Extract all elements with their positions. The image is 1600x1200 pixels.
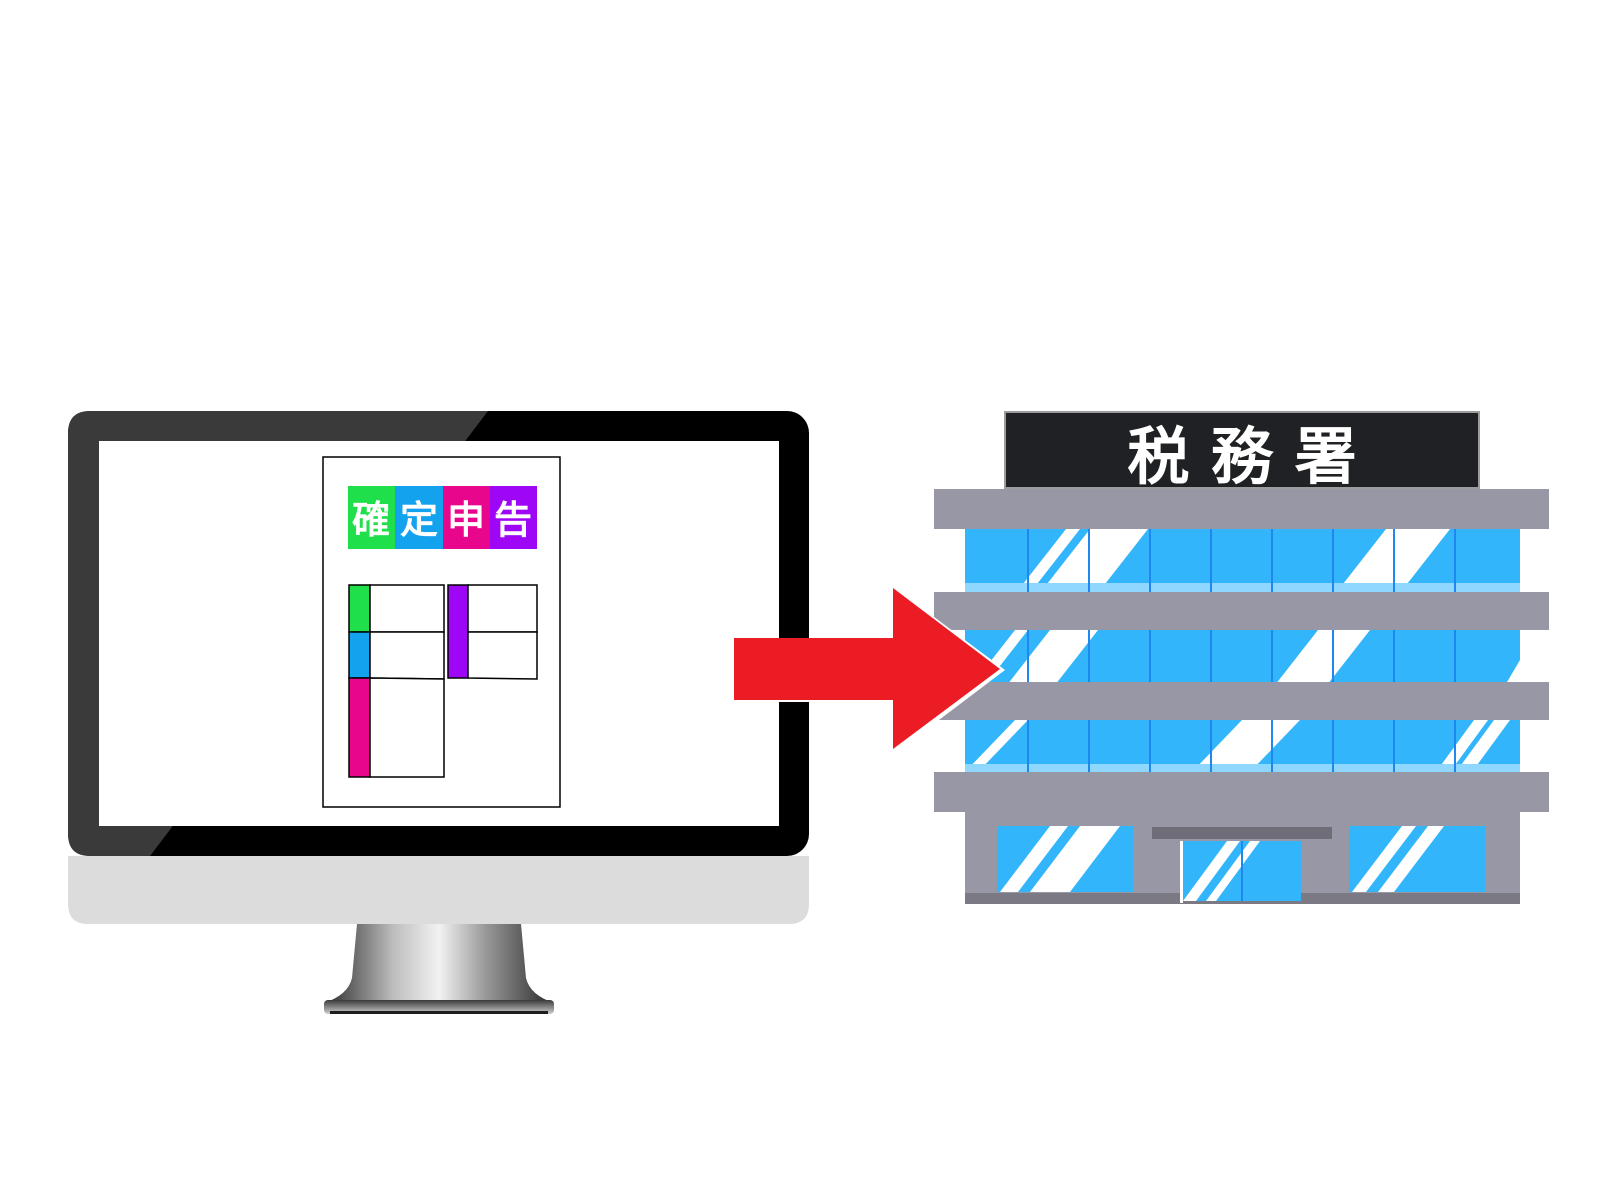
floor-slab-1 [934,489,1549,529]
monitor-stand [324,924,554,1003]
title-char-1: 確 [352,498,390,542]
glass-band-1 [965,529,1520,593]
office-building-icon: 税 務 署 [934,411,1549,904]
monitor-stand-foot [324,1000,554,1014]
entrance-canopy [1152,827,1332,839]
floor-slab-3 [934,682,1549,720]
form-block-right [447,584,538,680]
title-char-2: 定 [400,498,438,542]
monitor-chin [68,856,809,924]
title-box-purple [490,486,537,549]
building-sign [1004,411,1480,489]
form-block-left [348,584,445,778]
right-arrow-icon [734,588,1005,751]
ground-floor [965,812,1520,904]
arrow-shape [734,588,1000,749]
title-char-3: 申 [447,498,485,542]
floor-slab-2 [934,592,1549,630]
title-char-4: 告 [494,498,532,542]
title-box-green [348,486,395,549]
tax-return-document: 確 定 申 告 [322,456,561,808]
title-box-blue [395,486,443,549]
building-sign-label: 税 務 署 [1127,420,1356,493]
title-box-magenta [443,486,490,549]
floor-slab-4 [934,772,1549,812]
